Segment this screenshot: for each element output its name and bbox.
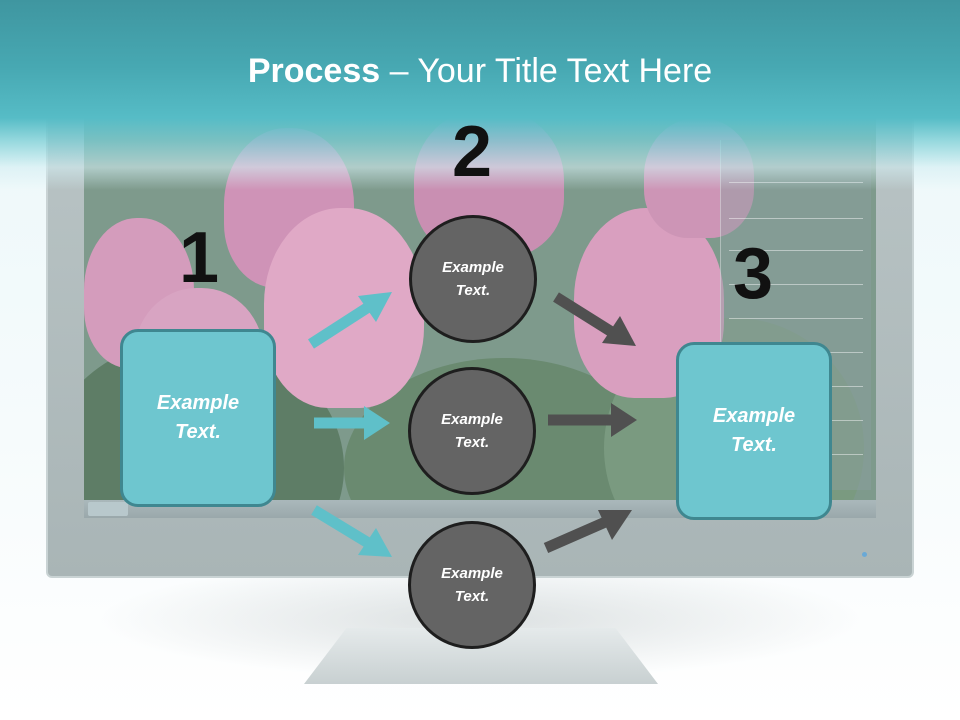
step-1-text-line1: Example [156,392,240,414]
slide-title[interactable]: Process – Your Title Text Here [0,52,960,91]
step-1-box[interactable]: Example Text. [120,329,276,507]
step-number-1: 1 [178,218,220,298]
step-2-circle-3-text: Example Text. [441,562,503,608]
circle-3-line1: Example [441,565,503,582]
arrow-2c-to-3 [543,510,632,554]
arrow-1-to-2c [311,505,392,557]
taskbar-menu [88,502,128,516]
arrow-2b-to-3 [548,403,637,437]
circle-1-line1: Example [442,259,504,276]
arrow-2a-to-3 [553,292,636,346]
step-2-circle-1-text: Example Text. [442,256,504,302]
step-2-circle-2-text: Example Text. [441,408,503,454]
step-2-circle-3[interactable]: Example Text. [408,521,536,649]
step-3-text: Example Text. [713,402,795,460]
step-3-box[interactable]: Example Text. [676,342,832,520]
step-3-text-line1: Example [712,405,796,427]
header-band [0,0,960,190]
step-3-text-line2: Text. [731,434,777,456]
circle-2-line1: Example [441,411,503,428]
arrow-1-to-2a [308,292,392,349]
title-rest: – Your Title Text Here [380,52,713,90]
step-number-3: 3 [732,234,774,314]
circle-1-line2: Text. [455,282,491,299]
step-1-text: Example Text. [157,389,239,447]
step-2-circle-1[interactable]: Example Text. [409,215,537,343]
step-2-circle-2[interactable]: Example Text. [408,367,536,495]
power-led [862,552,867,557]
circle-3-line2: Text. [454,588,490,605]
circle-2-line2: Text. [454,434,490,451]
step-number-2: 2 [451,112,493,192]
title-bold: Process [247,52,381,90]
step-1-text-line2: Text. [175,421,221,443]
arrow-1-to-2b [314,406,390,440]
